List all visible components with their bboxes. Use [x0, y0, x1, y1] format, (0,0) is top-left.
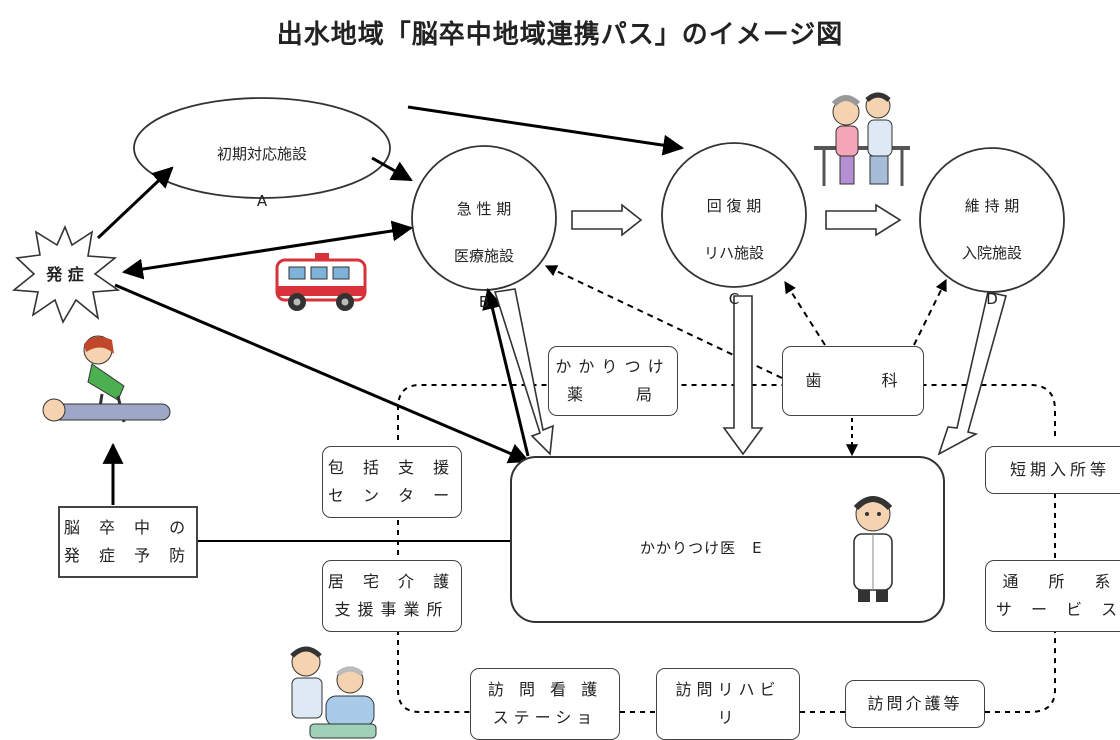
node-d-name: 入院施設 [961, 243, 1022, 262]
node-b-label: 急 性 期 医療施設 B [424, 175, 544, 338]
home-care-box: 訪問介護等 [845, 680, 985, 728]
care-office-box: 居 宅 介 護 支援事業所 [322, 560, 462, 632]
day-service-box: 通 所 系 サ ー ビ ス [985, 560, 1120, 632]
onset-starburst [11, 224, 121, 324]
arrow-b-to-c [571, 203, 643, 237]
main-clinic-label: かかりつけ医 E [640, 539, 763, 557]
node-a-label: 初期対応施設 A [190, 120, 334, 236]
caregiver-icon [290, 646, 377, 739]
node-c-stage: 回 復 期 [706, 197, 762, 216]
doctor-icon [853, 496, 893, 602]
rehab-walking-icon [814, 92, 910, 186]
node-b-name: 医療施設 [453, 246, 514, 265]
arrow-c-to-e [722, 295, 764, 456]
prevention-box: 脳 卒 中 の 発 症 予 防 [58, 506, 198, 578]
arrow-c-to-d [825, 203, 902, 237]
node-c-circle [661, 142, 807, 288]
ambulance-icon [275, 253, 367, 311]
pharmacy-box: かかりつけ 薬 局 [548, 346, 678, 416]
nursing-station-box: 訪 問 看 護 ステーショ [470, 668, 620, 740]
node-d-stage: 維 持 期 [964, 197, 1020, 216]
node-b-stage: 急 性 期 [456, 200, 512, 219]
home-rehab-box: 訪問リハビ リ [656, 668, 800, 740]
support-center-box: 包 括 支 援 セ ン タ ー [322, 446, 462, 518]
short-stay-box: 短期入所等 [985, 446, 1120, 494]
node-d-letter: D [986, 290, 998, 309]
dental-box: 歯 科 [782, 346, 924, 416]
onset-label: 発 症 [46, 265, 84, 284]
node-d-label: 維 持 期 入院施設 D [932, 172, 1052, 335]
community-network-loop [397, 384, 1056, 440]
arrow-d-to-e [937, 291, 1007, 456]
page-title: 出水地域「脳卒中地域連携パス」のイメージ図 [276, 20, 844, 50]
node-a-name: 初期対応施設 [216, 145, 307, 164]
node-b-letter: B [478, 293, 490, 312]
node-c-letter: C [728, 290, 740, 309]
nurse-cpr-icon [42, 335, 171, 423]
node-c-name: リハ施設 [703, 243, 764, 262]
node-a-letter: A [256, 191, 268, 210]
arrow-b-to-e [493, 288, 554, 456]
node-d-circle [919, 147, 1065, 293]
node-c-label: 回 復 期 リハ施設 C [674, 172, 794, 335]
node-a-ellipse [133, 97, 391, 199]
